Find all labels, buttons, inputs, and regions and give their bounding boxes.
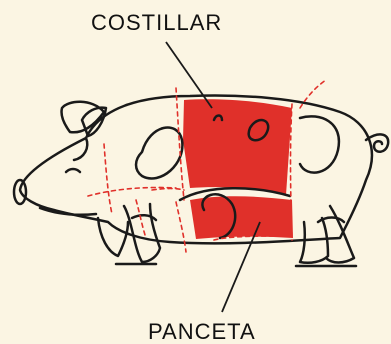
panceta-region bbox=[190, 196, 293, 239]
panceta-label: PANCETA bbox=[148, 321, 256, 343]
costillar-pointer bbox=[166, 42, 212, 108]
costillar-region bbox=[183, 99, 292, 195]
costillar-label: COSTILLAR bbox=[91, 12, 222, 34]
